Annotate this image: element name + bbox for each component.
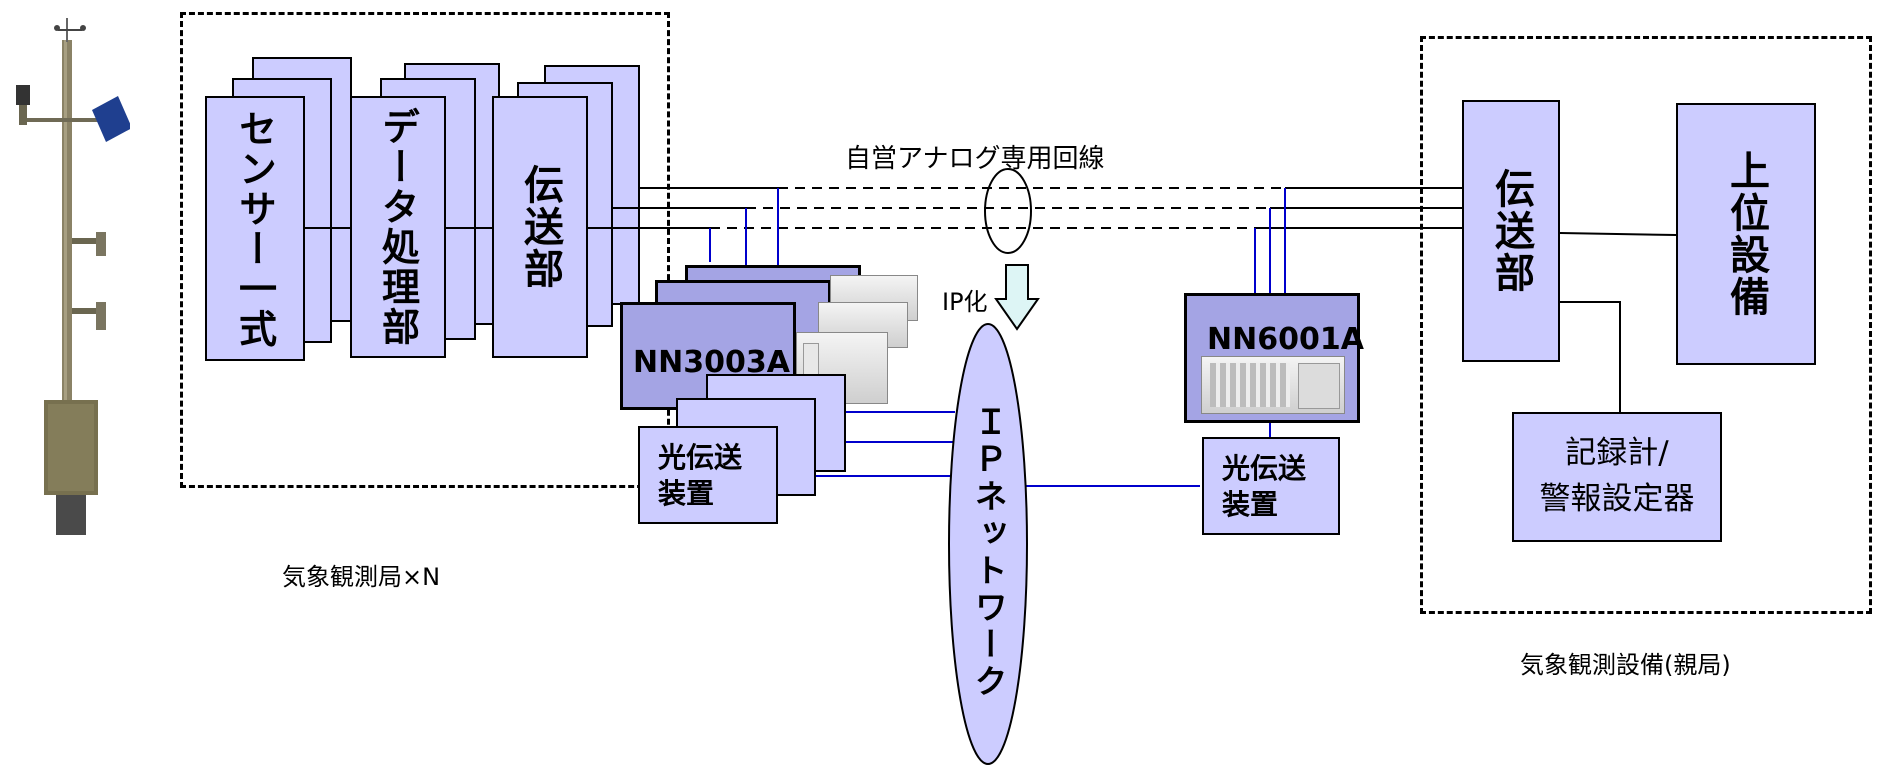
nn6001a-box: NN6001A xyxy=(1184,293,1364,423)
station-transmission-label: 伝送部 xyxy=(517,164,563,290)
upper-equipment-box: 上位設備 xyxy=(1676,103,1816,365)
ip-arrow-icon xyxy=(994,264,1040,331)
analog-line-label: 自営アナログ専用回線 xyxy=(845,144,1105,174)
station-transmission-box: 伝送部 xyxy=(492,96,588,358)
nn6001a-label: NN6001A xyxy=(1207,322,1364,357)
line-bundle-ellipse xyxy=(984,168,1032,254)
sensor-box: センサー一式 xyxy=(205,96,305,361)
data-processing-label: データ処理部 xyxy=(375,107,420,347)
ip-network-ellipse xyxy=(948,323,1028,765)
nn6001a-device-photo xyxy=(1201,356,1345,414)
master-caption: 気象観測設備(親局) xyxy=(1520,651,1731,679)
station-region xyxy=(180,12,670,488)
master-transmission-label: 伝送部 xyxy=(1488,168,1534,294)
master-transmission-box: 伝送部 xyxy=(1462,100,1560,362)
recorder-label: 記録計/ 警報設定器 xyxy=(1539,435,1695,517)
master-region xyxy=(1420,36,1872,614)
sensor-label: センサー一式 xyxy=(232,108,277,349)
data-processing-box: データ処理部 xyxy=(350,96,446,358)
optical-left-label: 光伝送 装置 xyxy=(658,441,743,510)
recorder-box: 記録計/ 警報設定器 xyxy=(1512,412,1722,542)
upper-equipment-label: 上位設備 xyxy=(1723,150,1769,318)
station-caption: 気象観測局×N xyxy=(282,563,441,591)
weather-mast-image xyxy=(16,18,130,535)
ip-network-label: ＩＰネットワーク xyxy=(969,404,1008,701)
optical-left-box: 光伝送 装置 xyxy=(638,426,778,524)
optical-right-label: 光伝送 装置 xyxy=(1222,452,1307,521)
optical-right-box: 光伝送 装置 xyxy=(1202,437,1340,535)
ip-conversion-label: IP化 xyxy=(942,288,988,316)
